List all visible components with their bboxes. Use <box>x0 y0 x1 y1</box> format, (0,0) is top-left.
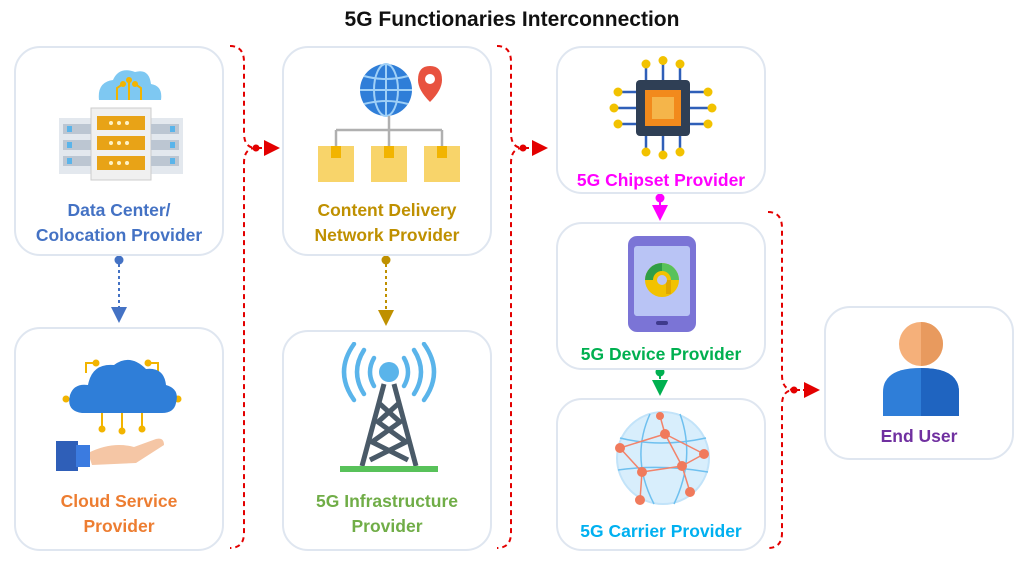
cloud-service-label: Cloud Service Provider <box>60 491 178 536</box>
cloud-service-card: Cloud Service Provider <box>14 327 224 551</box>
antenna-tower-icon <box>340 342 438 472</box>
data-center-card: Data Center/ Colocation Provider <box>14 46 224 256</box>
carrier-card: 5G Carrier Provider <box>556 398 766 551</box>
user-icon <box>883 322 959 416</box>
device-card: 5G Device Provider <box>556 222 766 370</box>
globe-network-icon <box>318 63 460 182</box>
bracket-2 <box>496 45 524 549</box>
carrier-label: 5G Carrier Provider <box>580 521 742 541</box>
chipset-label: 5G Chipset Provider <box>576 170 746 190</box>
cdn-card: Content Delivery Network Provider <box>282 46 492 256</box>
chipset-card: 5G Chipset Provider <box>556 46 766 194</box>
data-center-label: Data Center/ Colocation Provider <box>35 200 203 245</box>
end-user-label: End User <box>880 426 958 446</box>
bracket-3 <box>767 211 795 549</box>
cdn-label: Content Delivery Network Provider <box>314 200 460 245</box>
bracket-1 <box>229 45 257 549</box>
page-title: 5G Functionaries Interconnection <box>344 8 680 31</box>
globe-network-icon <box>615 411 710 505</box>
end-user-card: End User <box>824 306 1014 460</box>
chip-icon <box>609 56 717 160</box>
server-cloud-icon <box>59 70 183 181</box>
smartphone-icon <box>628 236 696 332</box>
device-label: 5G Device Provider <box>580 344 742 364</box>
infrastructure-label: 5G Infrastructure Provider <box>316 491 458 536</box>
infrastructure-card: 5G Infrastructure Provider <box>282 330 492 551</box>
cloud-hand-icon <box>56 359 182 471</box>
